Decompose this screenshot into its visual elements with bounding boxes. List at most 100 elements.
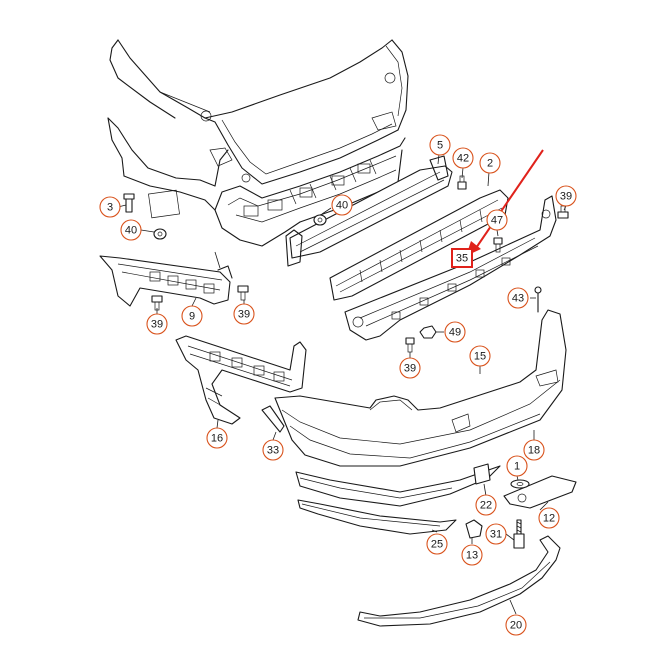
callout-3-text: 3 [107,202,113,214]
callout-20-border [505,614,527,636]
callout-2-text: 2 [487,158,493,170]
callout-22-border [475,494,497,516]
mounting-plate-part-12 [503,475,577,509]
callout-39b: 39 [399,357,421,379]
clip-43 [534,286,542,313]
callout-49-border [444,321,466,343]
callout-39d: 39 [233,303,255,325]
nut-49 [419,325,437,339]
impact-beam-part-5 [285,155,453,267]
callout-31: 31 [485,523,507,545]
callout-9: 9 [181,305,203,327]
callout-39c-text: 39 [151,319,163,331]
screw-39-bracket9 [151,295,163,311]
callout-9-text: 9 [189,311,195,323]
side-bracket-part-16 [175,335,307,425]
car-body-rear-section [107,39,409,247]
callout-1-text: 1 [514,461,520,473]
callout-13-border [461,544,483,566]
callout-20: 20 [505,614,527,636]
callout-25: 25 [426,533,448,555]
callout-25-text: 25 [431,539,443,551]
lower-trim-strip [295,465,501,507]
callout-40b-border [331,194,353,216]
callout-39c-border [146,313,168,335]
callout-49: 49 [444,321,466,343]
callout-47-border [486,209,508,231]
callout-39c: 39 [146,313,168,335]
leader-lines [117,153,567,615]
part-number-labels: 3 40 40 5 42 2 39 47 35 43 49 39 9 39 39 15 16 33 18 1 22 12 3… [99,134,577,636]
callout-18: 18 [523,439,545,461]
callout-1: 1 [506,455,528,477]
callout-3: 3 [99,196,121,218]
callout-43-border [507,287,529,309]
callout-18-text: 18 [528,445,540,457]
callout-5-text: 5 [437,140,443,152]
callout-40a-text: 40 [125,225,137,237]
clip-part-13 [465,519,483,539]
callout-40a-border [120,219,142,241]
callout-42-text: 42 [457,153,469,165]
callout-39a-border [555,185,577,207]
callout-40b-text: 40 [336,200,348,212]
spacer-strip-part-33 [261,405,285,433]
callout-12-border [538,507,560,529]
callout-35-text: 35 [456,253,468,265]
callout-49-text: 49 [449,327,461,339]
callout-39d-border [233,303,255,325]
clip-40-left [153,228,167,240]
callout-43-text: 43 [512,293,524,305]
callout-15-text: 15 [474,351,486,363]
washer-part-1 [510,479,530,489]
callout-12-text: 12 [543,513,555,525]
callout-5-border [429,134,451,156]
callout-22: 22 [475,494,497,516]
callout-42-border [452,147,474,169]
bumper-cover-part-15 [274,309,567,467]
callout-40a: 40 [120,219,142,241]
screw-3 [123,193,135,213]
screw-39-bracket9b [237,285,249,301]
callout-15: 15 [469,345,491,367]
screw-39-right [557,205,569,219]
callout-35-border [451,248,473,268]
fasteners [123,175,569,353]
callout-13: 13 [461,544,483,566]
callout-40b: 40 [331,194,353,216]
callout-15-border [469,345,491,367]
callout-33: 33 [262,439,284,461]
tow-eye-cap-part-22 [473,463,491,485]
callout-33-border [262,439,284,461]
energy-absorber-part-2 [329,189,509,301]
callout-47: 47 [486,209,508,231]
callout-16-border [206,427,228,449]
bumper-bracket-part-35 [344,195,557,341]
callout-25-border [426,533,448,555]
callout-9-border [181,305,203,327]
callout-20-text: 20 [510,620,522,632]
callout-43: 43 [507,287,529,309]
callout-39d-text: 39 [238,309,250,321]
clip-40-center [313,214,327,226]
callout-39a: 39 [555,185,577,207]
callout-31-border [485,523,507,545]
callout-22-text: 22 [480,500,492,512]
callout-12: 12 [538,507,560,529]
callout-5: 5 [429,134,451,156]
callout-39a-text: 39 [560,191,572,203]
callout-39b-border [399,357,421,379]
callout-3-border [99,196,121,218]
callout-2-border [479,152,501,174]
callout-13-text: 13 [466,550,478,562]
callout-18-border [523,439,545,461]
callout-16: 16 [206,427,228,449]
lower-molding-part-25 [297,499,457,535]
callout-42: 42 [452,147,474,169]
callout-47-text: 47 [491,215,503,227]
screw-47 [493,237,503,253]
bolt-part-31 [513,519,525,549]
callout-1-border [506,455,528,477]
callout-39b-text: 39 [404,363,416,375]
